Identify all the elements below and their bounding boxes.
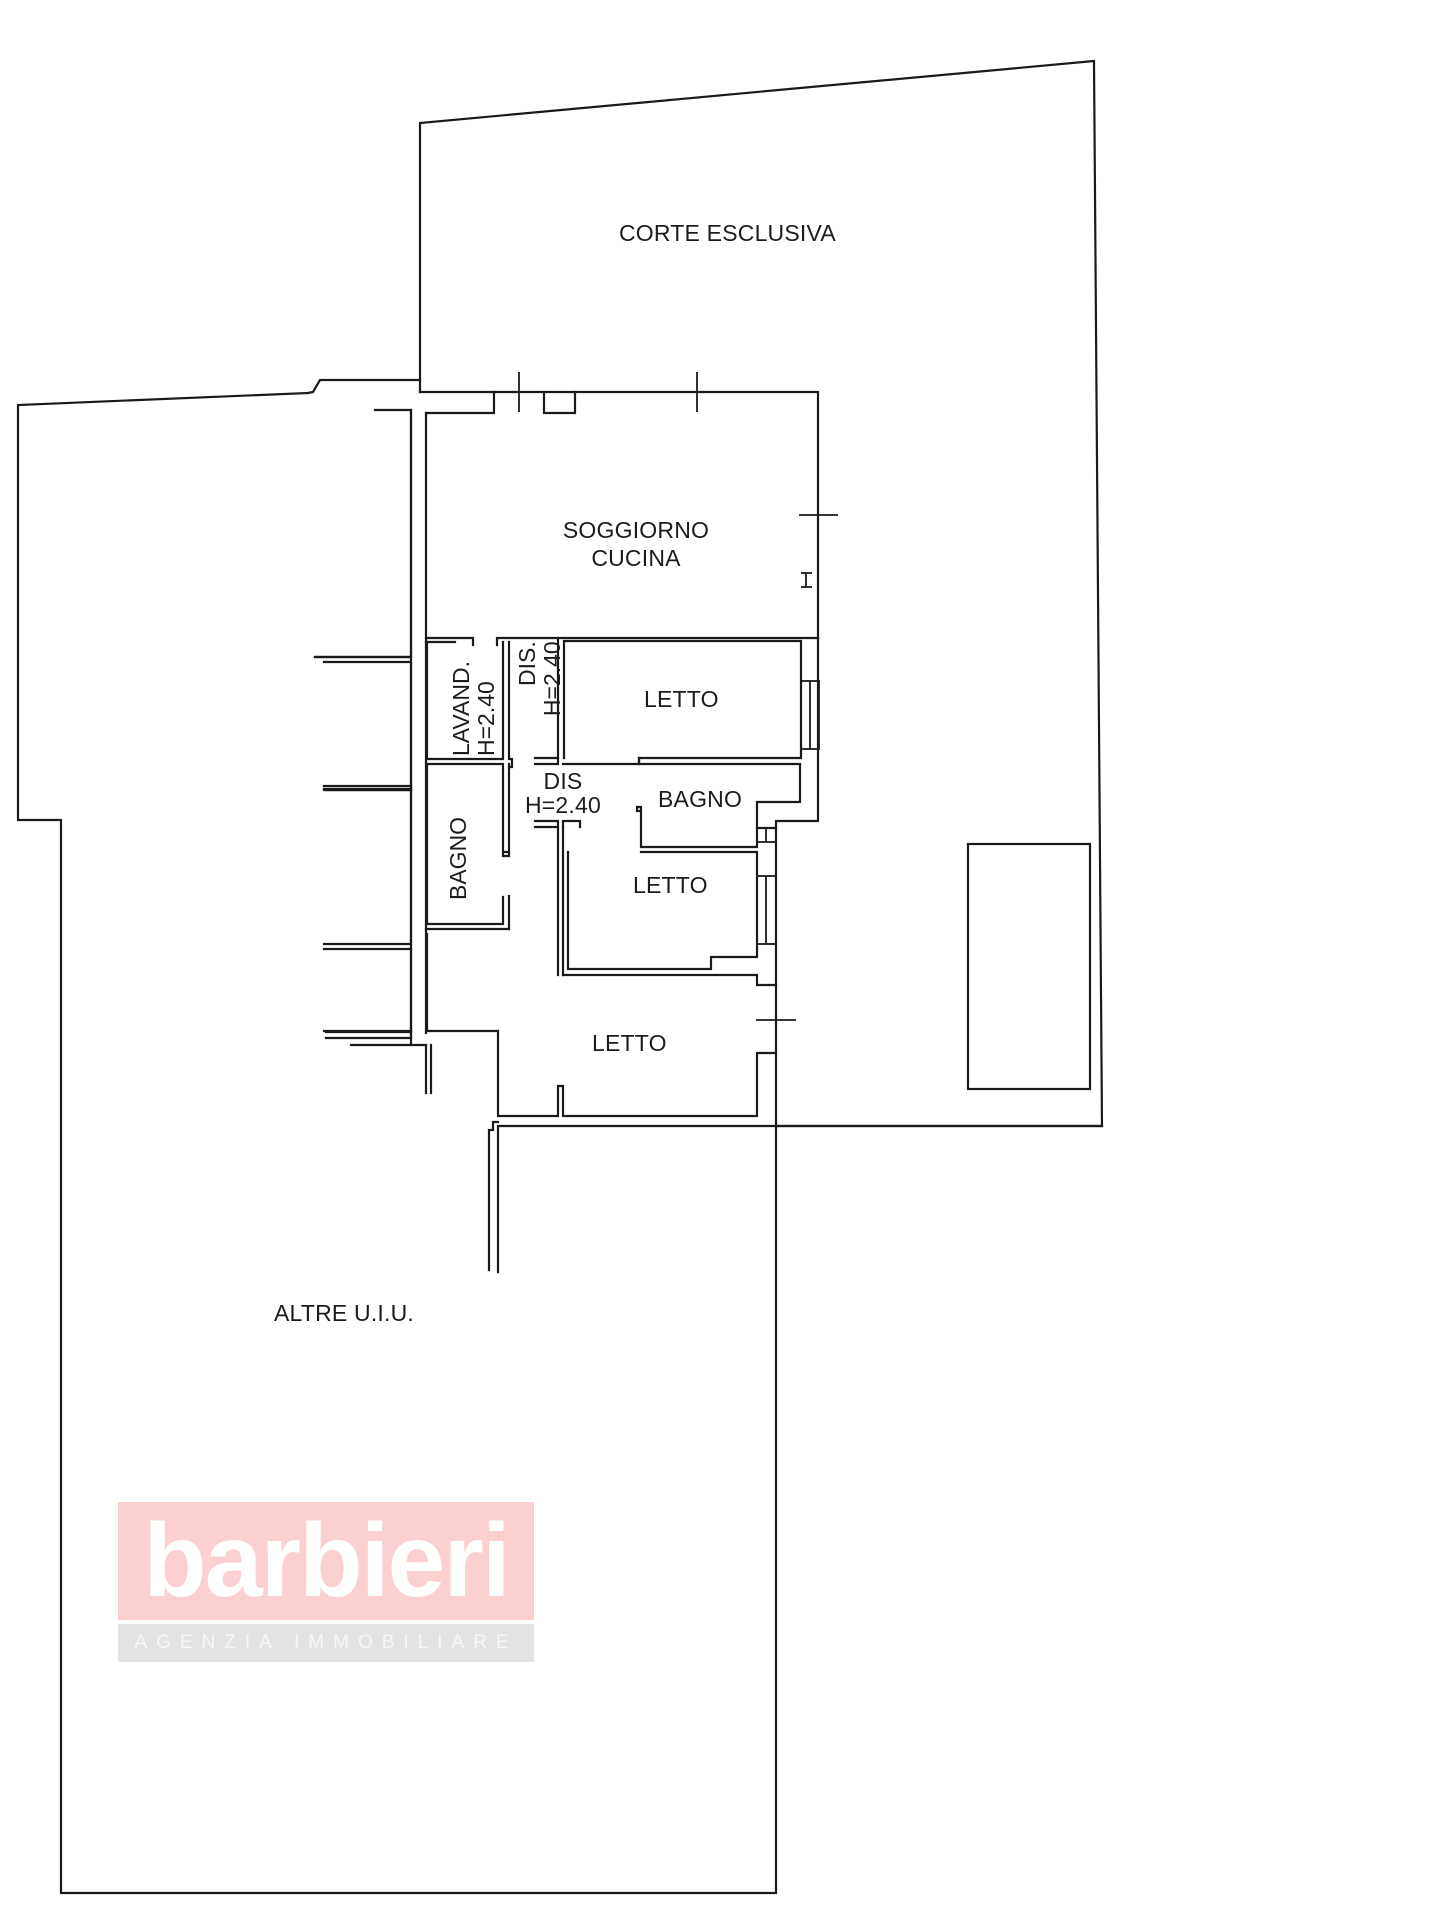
bedroom-3-label: LETTO (592, 1030, 667, 1056)
bedroom-2-window (756, 875, 777, 945)
laundry-label-line2: H=2.40 (473, 681, 499, 756)
living-bottom-wall (424, 636, 820, 647)
lower-hall-walls (533, 819, 582, 977)
lower-hall-label-line1: DIS (543, 768, 583, 794)
agency-watermark-logo: barbieri AGENZIA IMMOBILIARE (118, 1502, 534, 1664)
bedroom-3-walls (349, 932, 796, 1274)
courtyard-pool-rectangle (966, 842, 1092, 1091)
right-bathroom-walls (635, 636, 820, 1128)
agency-brand-name: barbieri (118, 1502, 534, 1620)
living-kitchen-label-line1: SOGGIORNO (562, 517, 710, 543)
upper-hall-label-line2: H=2.40 (539, 641, 565, 717)
left-bathroom-label: BAGNO (445, 816, 471, 900)
other-units-partitions (313, 408, 413, 1046)
other-units-label: ALTRE U.I.U. (274, 1300, 414, 1326)
courtyard-boundary (418, 59, 1104, 1128)
courtyard-label: CORTE ESCLUSIVA (619, 220, 836, 246)
laundry-label: LAVAND. H=2.40 (448, 660, 499, 756)
right-bathroom-label: BAGNO (658, 786, 743, 812)
upper-hall-label-line1: DIS. (514, 641, 540, 686)
upper-hall-label: DIS. H=2.40 (514, 641, 565, 748)
bedroom-2-label: LETTO (633, 872, 708, 898)
laundry-walls (424, 640, 514, 769)
other-units-boundary (16, 378, 778, 1895)
living-kitchen-label-line2: CUCINA (591, 545, 681, 571)
laundry-label-line1: LAVAND. (448, 660, 474, 756)
left-bathroom-walls (424, 762, 511, 931)
bedroom-1-window (800, 680, 820, 750)
lower-hall-label-line2: H=2.40 (524, 792, 601, 818)
bedroom-2-walls (561, 850, 778, 987)
living-kitchen-label: SOGGIORNO CUCINA (528, 516, 744, 572)
other-units-stub-walls (313, 408, 413, 1034)
lower-hall-label: DIS H=2.40 (518, 769, 608, 817)
agency-tagline: AGENZIA IMMOBILIARE (118, 1624, 534, 1662)
bedroom-1-label: LETTO (644, 686, 719, 712)
